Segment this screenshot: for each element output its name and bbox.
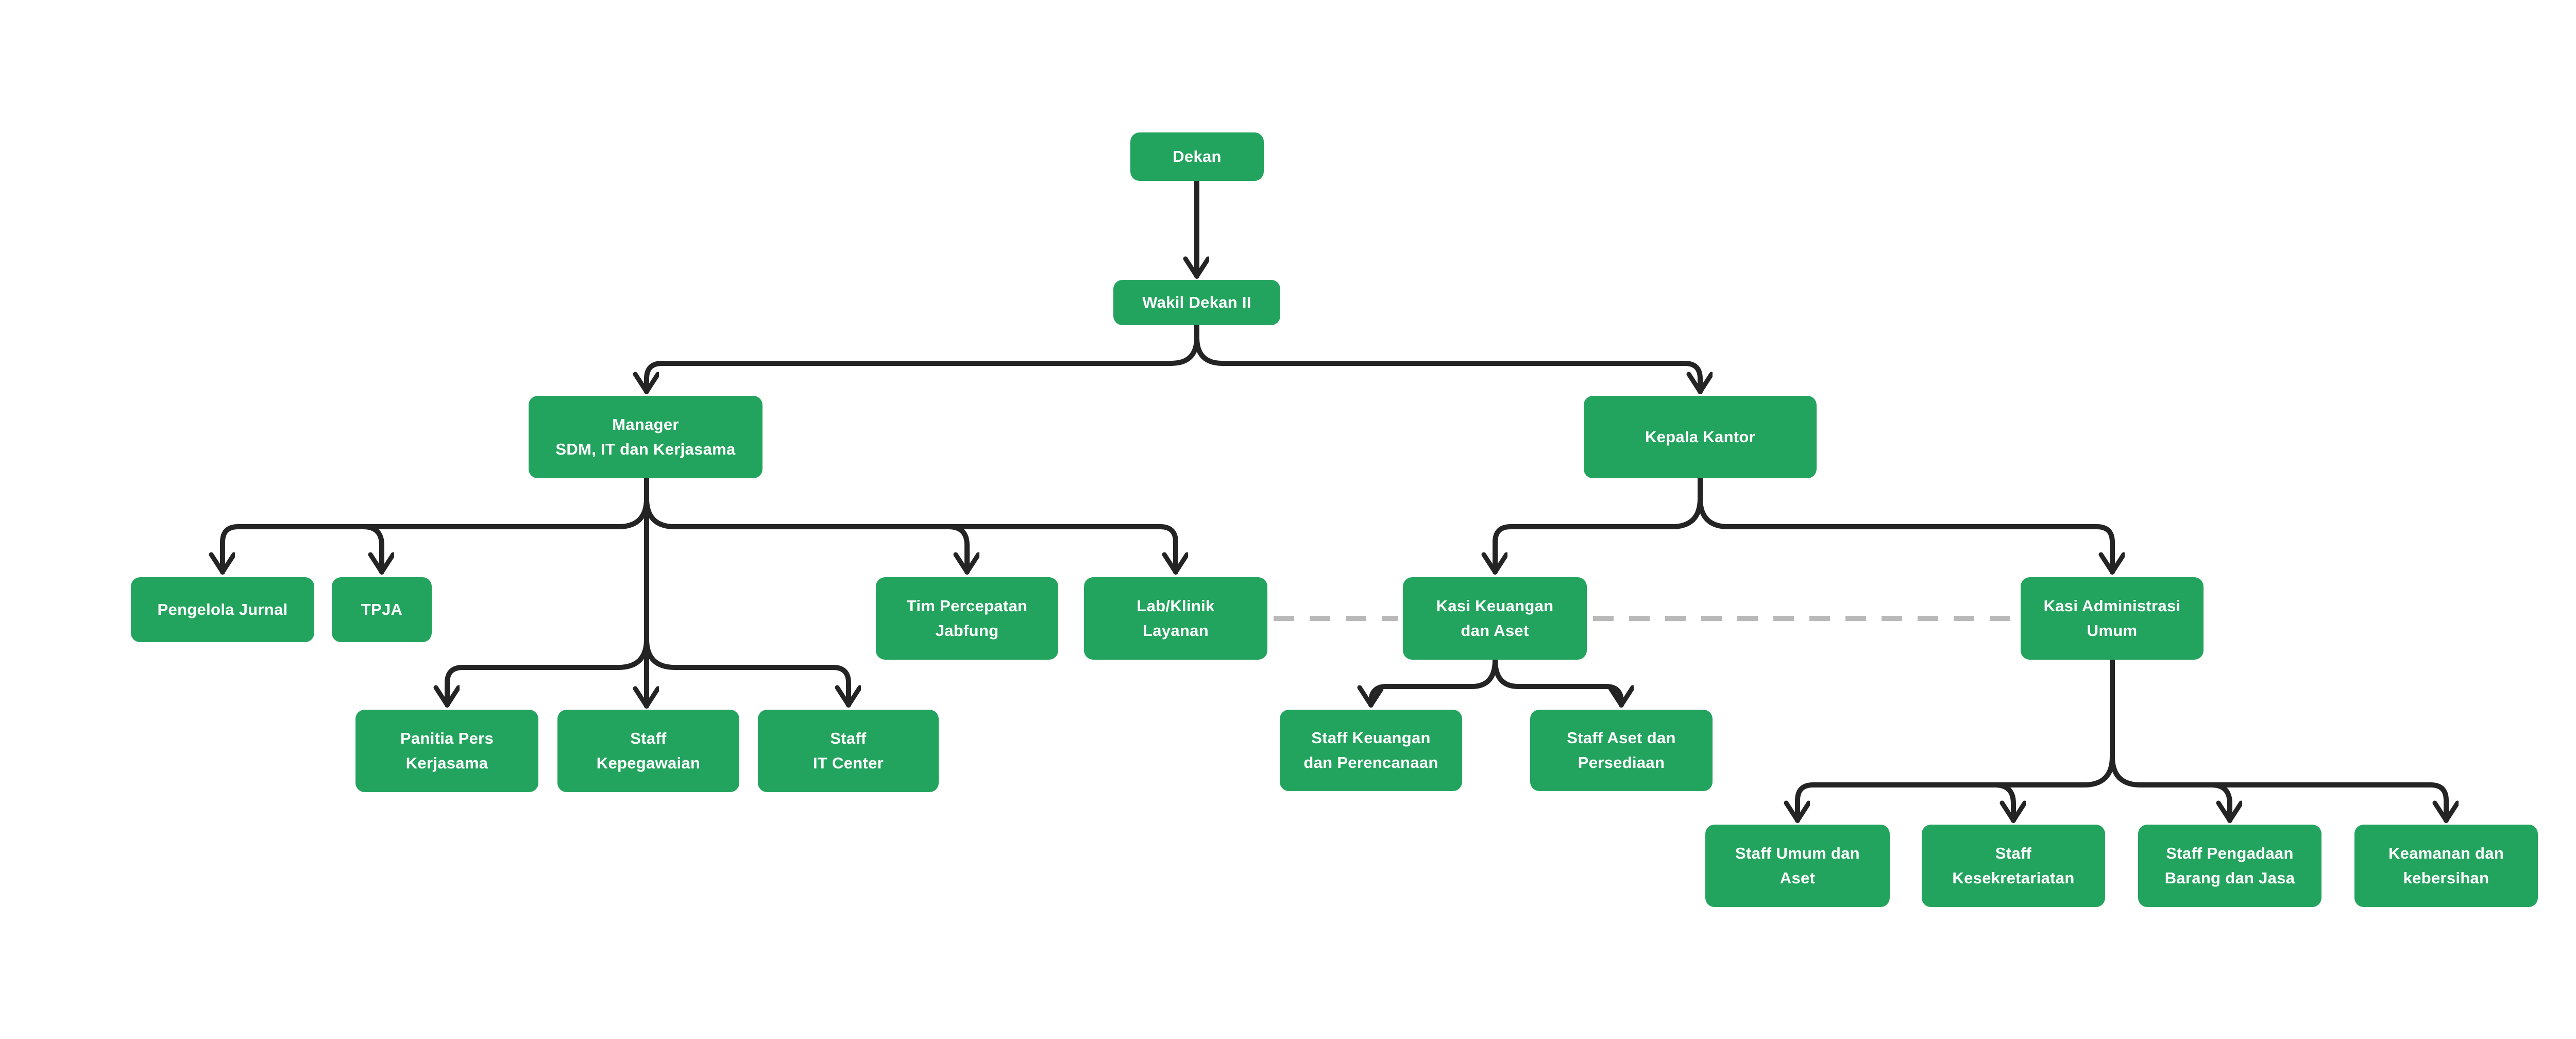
node-label: Staff — [830, 729, 867, 747]
edge-manager-to-panitia-pers — [447, 636, 649, 708]
node-label: Lab/Klinik — [1137, 597, 1215, 615]
edge-wakil-to-manager — [647, 323, 1199, 394]
node-label: Kepegawaian — [596, 754, 701, 772]
node-label: Kasi Administrasi — [2043, 597, 2181, 615]
node-label: dan Perencanaan — [1303, 753, 1438, 772]
node-dekan[interactable]: Dekan — [1130, 132, 1264, 181]
node-label: SDM, IT dan Kerjasama — [555, 440, 736, 458]
node-label: Tim Percepatan — [906, 597, 1028, 615]
edge-kasi-administrasi-to-staff-pengadaan — [2209, 782, 2230, 823]
node-pengelola-jurnal[interactable]: Pengelola Jurnal — [131, 577, 314, 642]
node-label: Kerjasama — [405, 754, 488, 772]
node-kasi-administrasi-umum[interactable]: Kasi Administrasi Umum — [2021, 577, 2204, 660]
edge-manager-to-pengelola-jurnal — [223, 496, 649, 575]
node-kasi-keuangan-dan-aset[interactable]: Kasi Keuangan dan Aset — [1403, 577, 1587, 660]
node-label: Staff Aset dan — [1567, 729, 1676, 747]
node-staff-aset-persediaan[interactable]: Staff Aset dan Persediaan — [1530, 710, 1713, 791]
node-staff-pengadaan-barang-jasa[interactable]: Staff Pengadaan Barang dan Jasa — [2138, 825, 2321, 907]
node-label: Layanan — [1143, 622, 1209, 640]
node-label: Aset — [1780, 869, 1816, 887]
node-label: Panitia Pers — [400, 729, 494, 747]
node-label: Dekan — [1173, 147, 1222, 165]
node-label: dan Aset — [1461, 622, 1529, 640]
edge-kasi-keuangan-to-staff-keuangan — [1371, 657, 1498, 708]
edge-kasi-administrasi-to-staff-kesekretariatan — [1992, 782, 2013, 823]
node-label: Manager — [612, 415, 679, 433]
node-lab-klinik-layanan[interactable]: Lab/Klinik Layanan — [1084, 577, 1267, 660]
edge-manager-to-staff-it-center — [644, 636, 849, 708]
node-label: Staff Pengadaan — [2166, 844, 2294, 862]
node-label: Pengelola Jurnal — [157, 600, 288, 618]
node-panitia-pers-kerjasama[interactable]: Panitia Pers Kerjasama — [355, 710, 538, 792]
node-label: Barang dan Jasa — [2164, 869, 2295, 887]
node-label: Wakil Dekan II — [1142, 293, 1251, 311]
edge-kepala-to-kasi-administrasi — [1698, 476, 2112, 575]
node-label: Kasi Keuangan — [1436, 597, 1554, 615]
node-label: Staff Umum dan — [1735, 844, 1860, 862]
edge-kasi-keuangan-to-staff-aset — [1493, 657, 1621, 708]
edge-kasi-administrasi-to-keamanan — [2110, 657, 2446, 823]
edge-manager-to-tpja — [361, 524, 382, 575]
node-tim-percepatan-jabfung[interactable]: Tim Percepatan Jabfung — [876, 577, 1058, 660]
edge-kasi-administrasi-to-staff-umum — [1798, 657, 2115, 823]
node-label: IT Center — [812, 754, 884, 772]
node-label: Keamanan dan — [2388, 844, 2504, 862]
node-staff-umum-dan-aset[interactable]: Staff Umum dan Aset — [1705, 825, 1890, 907]
edge-manager-to-lab-klinik — [644, 496, 1176, 575]
node-label: Kesekretariatan — [1952, 869, 2075, 887]
node-label: Persediaan — [1578, 753, 1665, 772]
edge-kepala-to-kasi-keuangan — [1495, 476, 1703, 575]
edge-manager-to-tim-percepatan — [946, 524, 967, 575]
node-label: Staff — [630, 729, 667, 747]
edge-wakil-to-kepala-kantor — [1194, 323, 1700, 394]
node-label: Staff — [1995, 844, 2032, 862]
node-label: TPJA — [361, 600, 403, 618]
node-label: Jabfung — [935, 622, 999, 640]
node-keamanan-dan-kebersihan[interactable]: Keamanan dan kebersihan — [2354, 825, 2538, 907]
node-staff-kepegawaian[interactable]: Staff Kepegawaian — [557, 710, 739, 792]
node-staff-it-center[interactable]: Staff IT Center — [758, 710, 939, 792]
node-kepala-kantor[interactable]: Kepala Kantor — [1584, 396, 1817, 478]
node-label: Staff Keuangan — [1311, 729, 1431, 747]
node-tpja[interactable]: TPJA — [332, 577, 432, 642]
node-label: Kepala Kantor — [1645, 428, 1756, 446]
node-wakil-dekan-ii[interactable]: Wakil Dekan II — [1113, 280, 1280, 325]
node-staff-kesekretariatan[interactable]: Staff Kesekretariatan — [1922, 825, 2105, 907]
node-label: kebersihan — [2403, 869, 2489, 887]
node-staff-keuangan-perencanaan[interactable]: Staff Keuangan dan Perencanaan — [1280, 710, 1462, 791]
node-manager-sdm-it-kerjasama[interactable]: Manager SDM, IT dan Kerjasama — [529, 396, 762, 478]
node-label: Umum — [2087, 622, 2138, 640]
